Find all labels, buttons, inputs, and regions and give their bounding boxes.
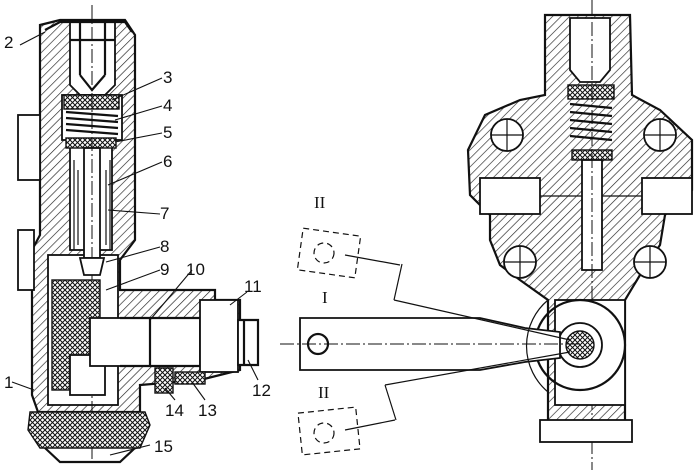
- cam-shaft-10: [89, 317, 201, 367]
- left-boss-upper: [17, 114, 41, 181]
- callout-13: 13: [198, 401, 217, 420]
- callout-labels: 1 2 3 4 5 6 7 8 9 10 11 12 13 14 15 II I…: [4, 33, 330, 456]
- lever-lower: [297, 406, 361, 456]
- shaft-spline: [565, 330, 595, 360]
- base-ring: [539, 419, 633, 443]
- bottom-plug-15: [27, 411, 151, 449]
- callout-4: 4: [163, 96, 172, 115]
- left-boss-lower: [17, 229, 35, 291]
- filter-core: [69, 354, 106, 396]
- right-packing: [567, 84, 615, 100]
- leader-lines: [11, 31, 259, 456]
- position-label-lower: II: [318, 383, 330, 402]
- seal-13: [174, 371, 206, 385]
- callout-10: 10: [186, 260, 205, 279]
- nut-12: [237, 319, 259, 366]
- position-label-upper: II: [314, 193, 326, 212]
- right-spring: [569, 102, 613, 142]
- callout-2: 2: [4, 33, 13, 52]
- callout-5: 5: [163, 123, 172, 142]
- callout-7: 7: [160, 204, 169, 223]
- left-port: [479, 177, 541, 215]
- seal-5: [65, 137, 117, 149]
- callout-1: 1: [4, 373, 13, 392]
- seal-14: [154, 367, 174, 394]
- callout-14: 14: [165, 401, 184, 420]
- callout-15: 15: [154, 437, 173, 456]
- callout-3: 3: [163, 68, 172, 87]
- callout-6: 6: [163, 152, 172, 171]
- rotation-arc: [526, 299, 549, 393]
- position-label-middle: I: [322, 288, 328, 307]
- seat-8: [78, 257, 106, 276]
- callout-9: 9: [160, 260, 169, 279]
- cover-11: [199, 299, 239, 373]
- right-upper-bore: [569, 17, 611, 83]
- left-section-view: [17, 5, 260, 464]
- right-section-view: [466, 0, 694, 470]
- callout-12: 12: [252, 381, 271, 400]
- lever-hole-upper: [313, 242, 335, 264]
- callout-8: 8: [160, 237, 169, 256]
- lever-upper: [296, 227, 362, 279]
- lever-hole-lower: [313, 422, 335, 444]
- callout-11: 11: [244, 277, 262, 296]
- right-port: [641, 177, 693, 215]
- lever-positions: [280, 227, 580, 456]
